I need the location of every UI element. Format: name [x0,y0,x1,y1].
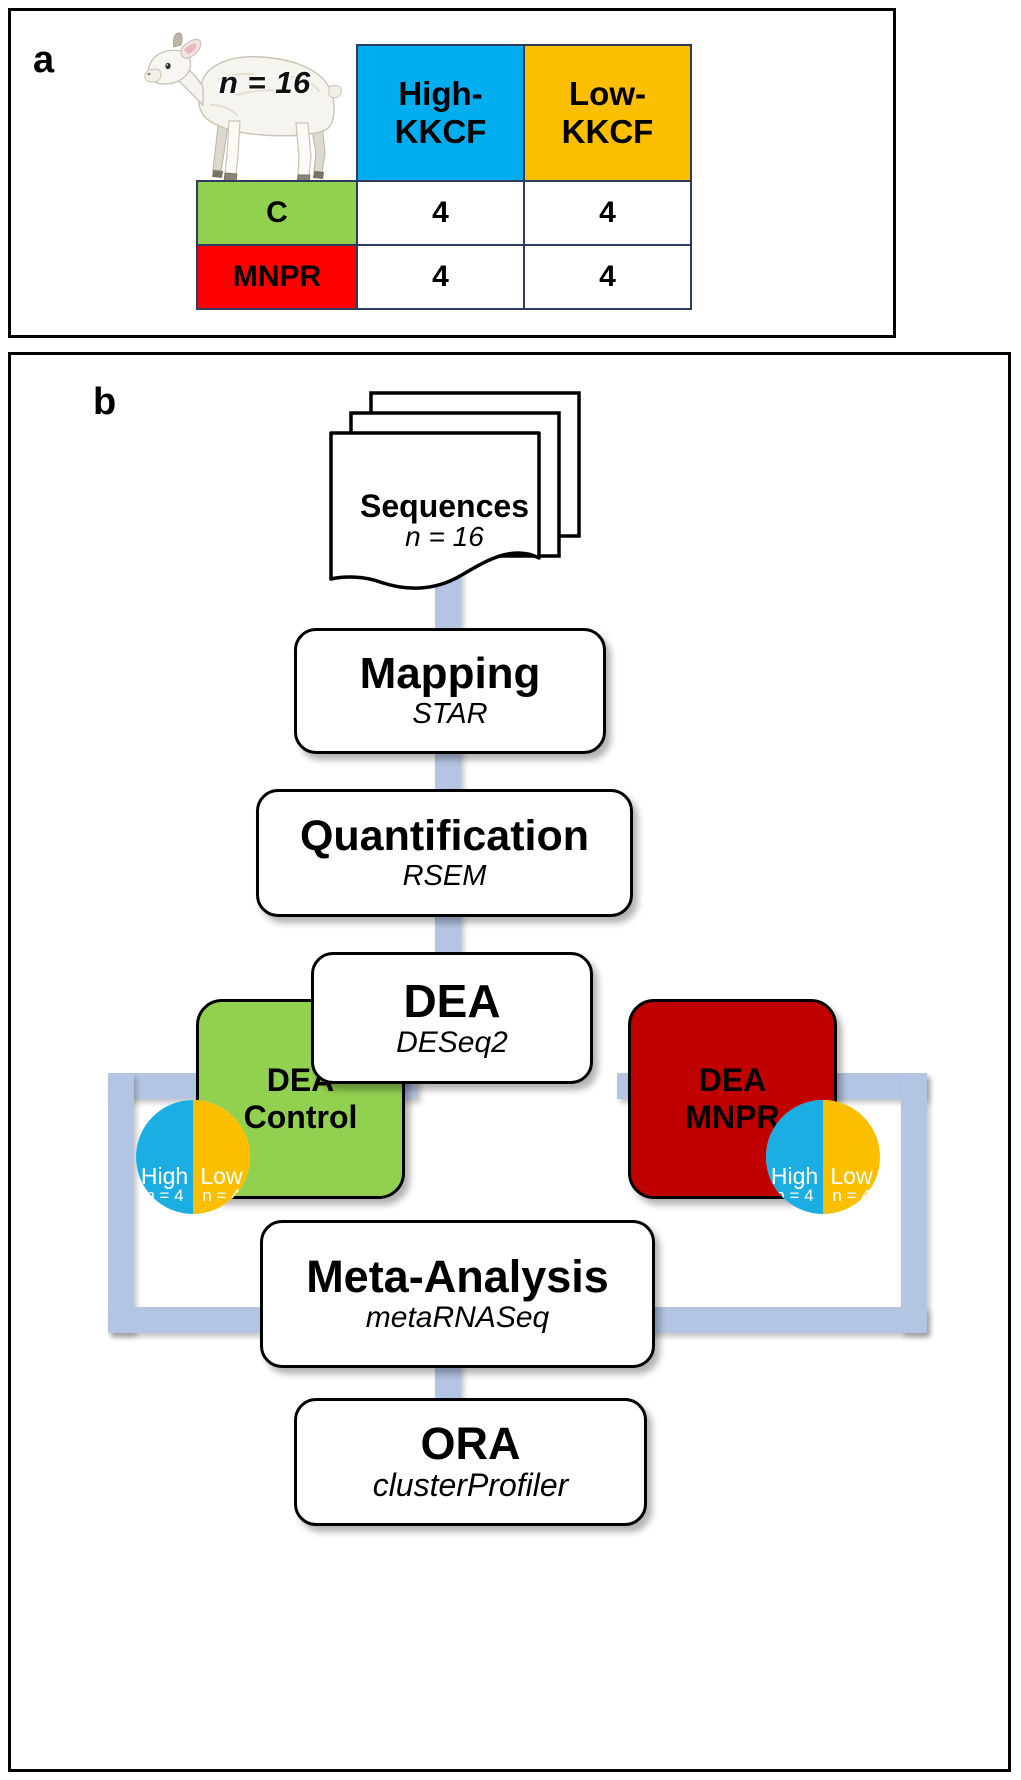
node-dea: DEA DESeq2 [311,952,593,1084]
connector-bracket-right-vertical [901,1073,927,1333]
panel-b-label: b [93,381,117,423]
node-mapping-tool: STAR [412,698,488,731]
pie-left-high-n: n = 4 [145,1186,184,1205]
pie-right-high-label: High [770,1163,819,1189]
node-meta-analysis-tool: metaRNASeq [365,1301,550,1335]
pie-right-low-n: n = 4 [832,1186,871,1205]
node-quantification: Quantification RSEM [256,789,633,917]
table-header-row: High- KKCF Low- KKCF [197,44,692,182]
table-row-mnpr: MNPR 4 4 [196,244,692,310]
node-meta-analysis: Meta-Analysis metaRNASeq [260,1220,655,1368]
pie-right-low-label: Low [830,1163,873,1189]
node-ora-tool: clusterProfiler [372,1467,569,1504]
panel-a-label: a [33,39,55,81]
pie-left-low-label: Low [200,1163,243,1189]
node-sequences-subtitle: n = 16 [405,521,484,552]
cell-mnpr-high: 4 [356,244,525,310]
row-header-control: C [196,180,358,246]
pie-left-labels: High n = 4 Low n = 4 [136,1100,250,1214]
node-sequences-text: Sequences n = 16 [332,490,557,553]
node-dea-control-line2: Control [243,1099,358,1135]
node-sequences: Sequences n = 16 [324,386,586,598]
panel-a: a [8,8,896,338]
pie-chart-dea-mnpr-groups: High n = 4 Low n = 4 [766,1100,880,1214]
pie-slice-low-left [193,1100,250,1214]
cell-control-low: 4 [523,180,692,246]
pie-left-low-group: Low n = 4 [193,1163,250,1205]
node-quantification-tool: RSEM [402,859,487,892]
pie-right-high-n: n = 4 [775,1186,814,1205]
pie-left-high-group: High n = 4 [136,1163,193,1205]
row-header-mnpr: MNPR [196,244,358,310]
node-ora-title: ORA [420,1418,521,1470]
node-mapping: Mapping STAR [294,628,606,754]
pie-right-labels: High n = 4 Low n = 4 [766,1100,880,1214]
table-row-control: C 4 4 [196,180,692,246]
panel-b: b Sequences n = 16 [8,352,1011,1772]
pie-slice-high-left [136,1100,193,1214]
pie-left-high-label: High [140,1163,189,1189]
study-design-table: High- KKCF Low- KKCF C 4 4 MNPR 4 4 [196,44,692,310]
column-header-high-kkcf: High- KKCF [356,44,525,182]
column-header-low-kkcf-line1: Low- [569,74,646,112]
node-dea-title: DEA [403,974,501,1027]
pie-chart-dea-control-groups: High n = 4 Low n = 4 [136,1100,250,1214]
node-ora: ORA clusterProfiler [294,1398,647,1526]
connector-bracket-bottom-right [607,1307,927,1333]
cell-control-high: 4 [356,180,525,246]
column-header-high-kkcf-line2: KKCF [394,113,487,150]
node-sequences-title: Sequences [360,488,529,524]
table-corner-cell [197,45,357,181]
column-header-high-kkcf-line1: High- [398,74,483,112]
node-dea-mnpr-line2: MNPR [685,1099,780,1135]
pie-right-low-group: Low n = 4 [823,1163,880,1205]
pie-slice-low-right [823,1100,880,1214]
node-quantification-title: Quantification [299,811,590,860]
pie-slice-high-right [766,1100,823,1214]
column-header-low-kkcf-line2: KKCF [561,113,654,150]
cell-mnpr-low: 4 [523,244,692,310]
node-dea-mnpr-line1: DEA [698,1062,767,1099]
node-dea-tool: DESeq2 [396,1025,508,1059]
pie-left-low-n: n = 4 [202,1186,241,1205]
pie-right-high-group: High n = 4 [766,1163,823,1205]
column-header-low-kkcf: Low- KKCF [523,44,692,182]
connector-bracket-left-vertical [108,1073,134,1333]
node-mapping-title: Mapping [359,649,541,699]
node-meta-analysis-title: Meta-Analysis [306,1251,609,1303]
lamb-illustration: n = 16 [141,25,371,190]
analysis-workflow-flowchart: Sequences n = 16 Mapping STAR Quantifica… [11,355,1014,1775]
lamb-sample-size-label: n = 16 [219,65,311,100]
